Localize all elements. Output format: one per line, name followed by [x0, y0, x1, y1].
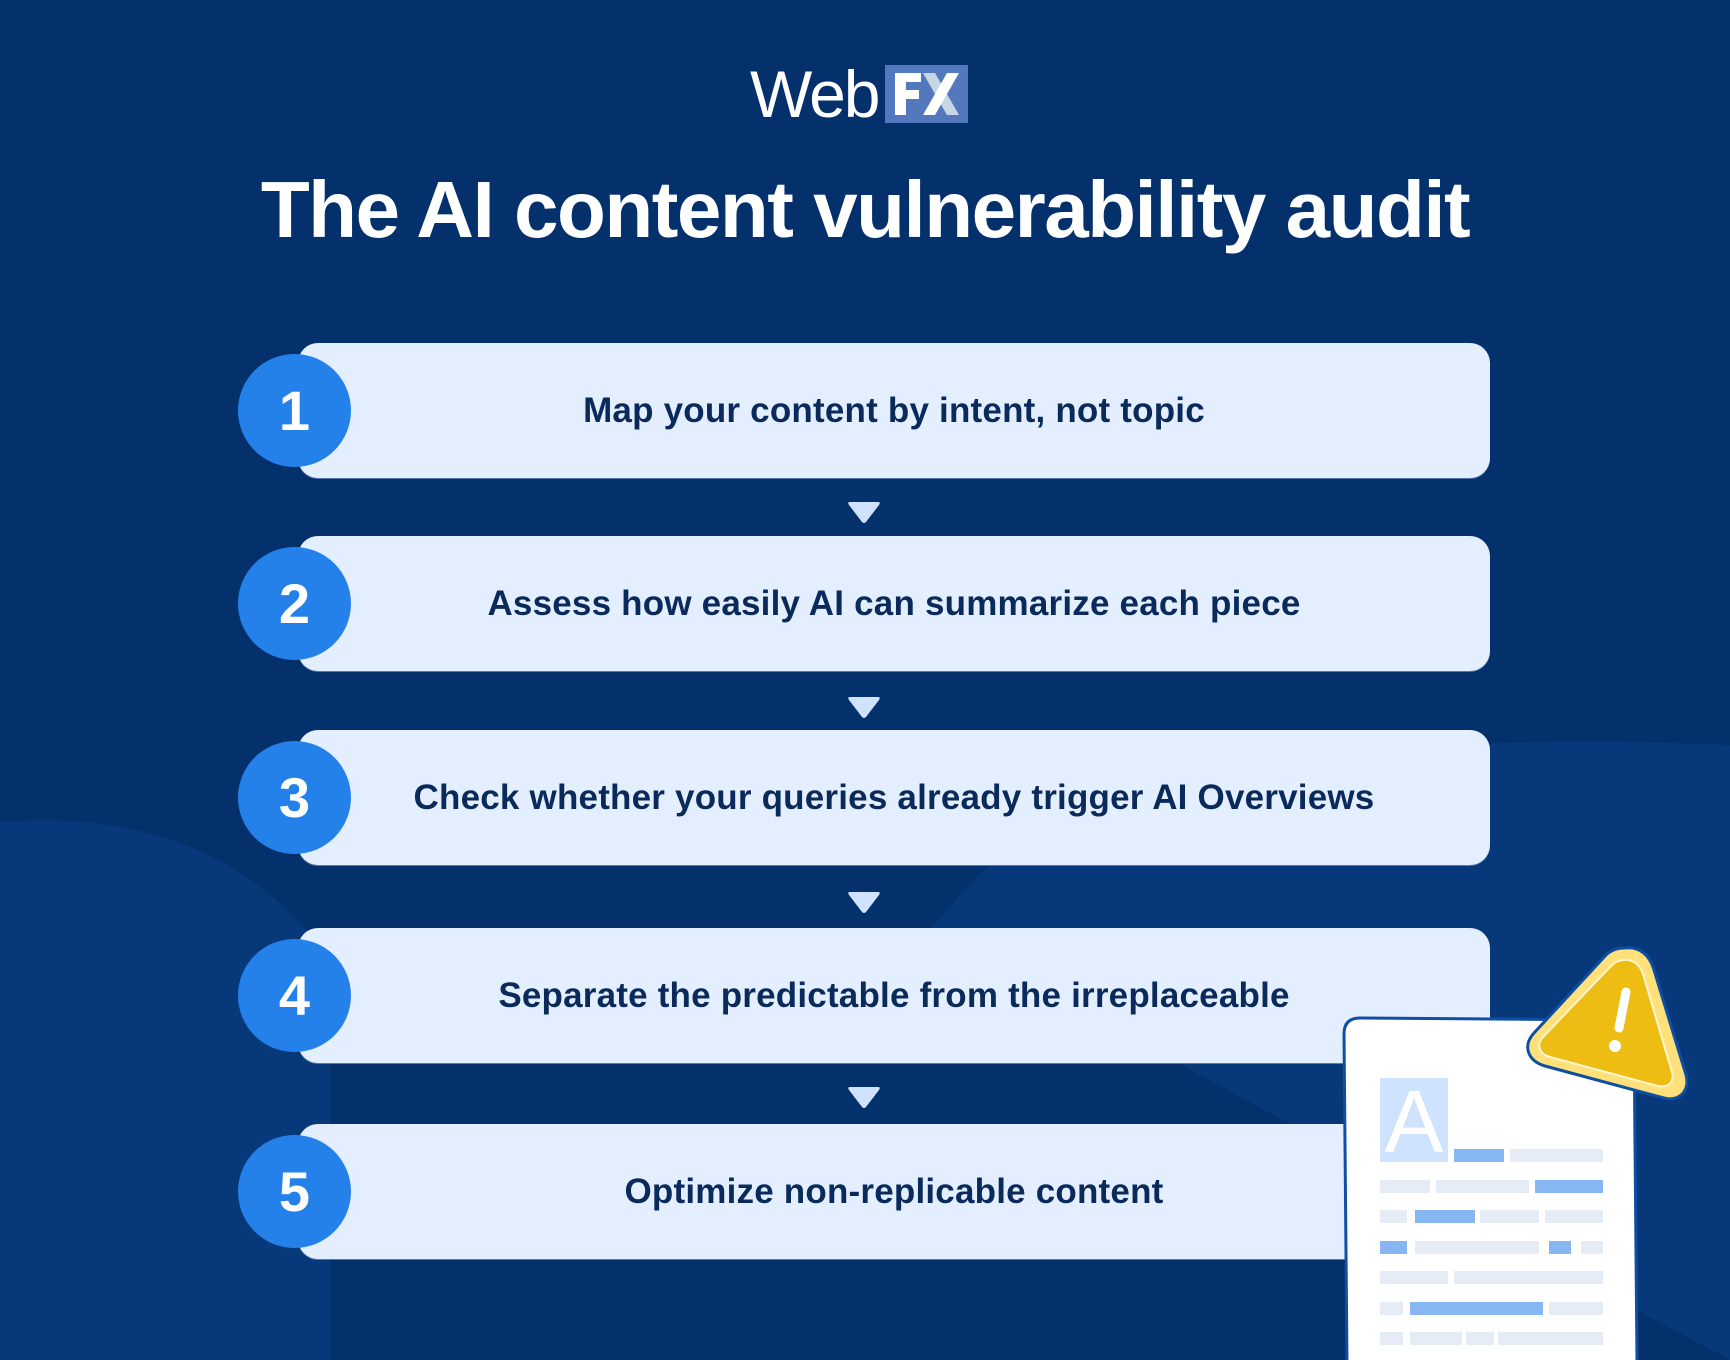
- fx-mark-icon: [894, 73, 959, 115]
- page-title: The AI content vulnerability audit: [260, 165, 1471, 254]
- arrow-down-icon: [848, 697, 880, 718]
- step-card: Separate the predictable from the irrepl…: [298, 928, 1490, 1063]
- step-label: Optimize non-replicable content: [624, 1171, 1164, 1211]
- logo-mark: [884, 65, 968, 123]
- step-2: Assess how easily AI can summarize each …: [238, 536, 1490, 671]
- step-card: Map your content by intent, not topic: [298, 343, 1490, 478]
- step-card: Check whether your queries already trigg…: [298, 730, 1490, 865]
- webfx-logo: Web: [750, 57, 968, 131]
- svg-text:A: A: [1385, 1072, 1444, 1171]
- step-5: Optimize non-replicable content 5: [238, 1124, 1490, 1259]
- step-number-badge: 1: [238, 354, 351, 467]
- step-1: Map your content by intent, not topic 1: [238, 343, 1490, 478]
- step-card: Optimize non-replicable content: [298, 1124, 1490, 1259]
- step-label: Check whether your queries already trigg…: [413, 777, 1375, 817]
- step-label: Map your content by intent, not topic: [583, 390, 1205, 430]
- step-number-badge: 5: [238, 1135, 351, 1248]
- arrow-down-icon: [848, 502, 880, 523]
- warning-icon: [1526, 946, 1689, 1101]
- step-3: Check whether your queries already trigg…: [238, 730, 1490, 865]
- step-number-badge: 3: [238, 741, 351, 854]
- step-card: Assess how easily AI can summarize each …: [298, 536, 1490, 671]
- arrow-down-icon: [848, 892, 880, 913]
- document-warning-illustration: A: [1342, 946, 1689, 1360]
- step-4: Separate the predictable from the irrepl…: [238, 928, 1490, 1063]
- step-number-badge: 4: [238, 939, 351, 1052]
- step-label: Assess how easily AI can summarize each …: [487, 583, 1301, 623]
- step-label: Separate the predictable from the irrepl…: [498, 975, 1290, 1015]
- arrow-down-icon: [848, 1087, 880, 1108]
- step-number-badge: 2: [238, 547, 351, 660]
- logo-word: Web: [750, 57, 881, 131]
